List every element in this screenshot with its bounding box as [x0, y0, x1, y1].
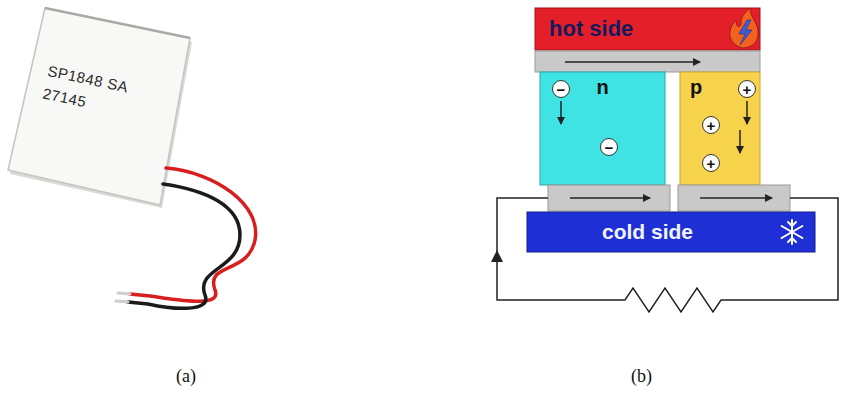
current-arrow [565, 61, 700, 63]
flame-icon [730, 8, 759, 48]
p-block [680, 72, 760, 185]
n-block-text: n [596, 76, 608, 99]
panel-caption: (a) [176, 366, 196, 387]
thermoelectric-schematic [491, 8, 838, 312]
wire-tip [116, 301, 128, 302]
current-arrow [570, 197, 650, 199]
panel-caption: (b) [631, 366, 652, 387]
cold-side-bar-text: cold side [602, 220, 693, 244]
electron-text: − [605, 140, 614, 155]
hole: + [702, 154, 720, 172]
snowflake-arm [782, 226, 803, 238]
p-block: p + + + [680, 72, 760, 185]
carrier-arrow [746, 101, 748, 124]
p-block-text: p [690, 76, 702, 99]
current-arrowhead [491, 250, 503, 262]
hole: + [738, 80, 756, 98]
lightning [739, 20, 752, 45]
flame [730, 8, 759, 48]
electron: − [600, 138, 618, 156]
hot-side-bar: hot side [535, 8, 760, 50]
hole-text: + [707, 118, 716, 133]
black-wire [128, 184, 240, 308]
top-plate [535, 51, 760, 72]
wire-tip [118, 293, 130, 294]
cold-side-bar [527, 212, 815, 252]
hot-side-bar-text: hot side [549, 16, 633, 42]
circuit-wire [497, 198, 838, 312]
electron: − [552, 80, 570, 98]
module-wires [116, 168, 256, 308]
n-block: n − − [540, 72, 665, 185]
carrier-arrow [739, 130, 741, 153]
bottom-plate [548, 185, 670, 211]
module-face [8, 8, 190, 205]
snowflake-arm [782, 226, 803, 238]
module-edge [45, 8, 190, 38]
cold-side-bar: cold side [527, 212, 815, 252]
snowflake-icon [782, 220, 803, 244]
red-wire [130, 168, 256, 301]
hole-text: + [743, 82, 752, 97]
module-face-label: SP1848 SA 27145 [20, 30, 180, 170]
peltier-module [8, 8, 192, 208]
bottom-plate [678, 185, 790, 211]
module-face-label-text: SP1848 SA 27145 [41, 60, 153, 126]
hot-side-bar [535, 8, 760, 50]
n-block [540, 72, 665, 185]
current-arrow [700, 197, 772, 199]
hole: + [702, 116, 720, 134]
carrier-arrow [560, 101, 562, 124]
hole-text: + [707, 156, 716, 171]
electron-text: − [557, 82, 566, 97]
snowflake-branch [788, 222, 796, 242]
